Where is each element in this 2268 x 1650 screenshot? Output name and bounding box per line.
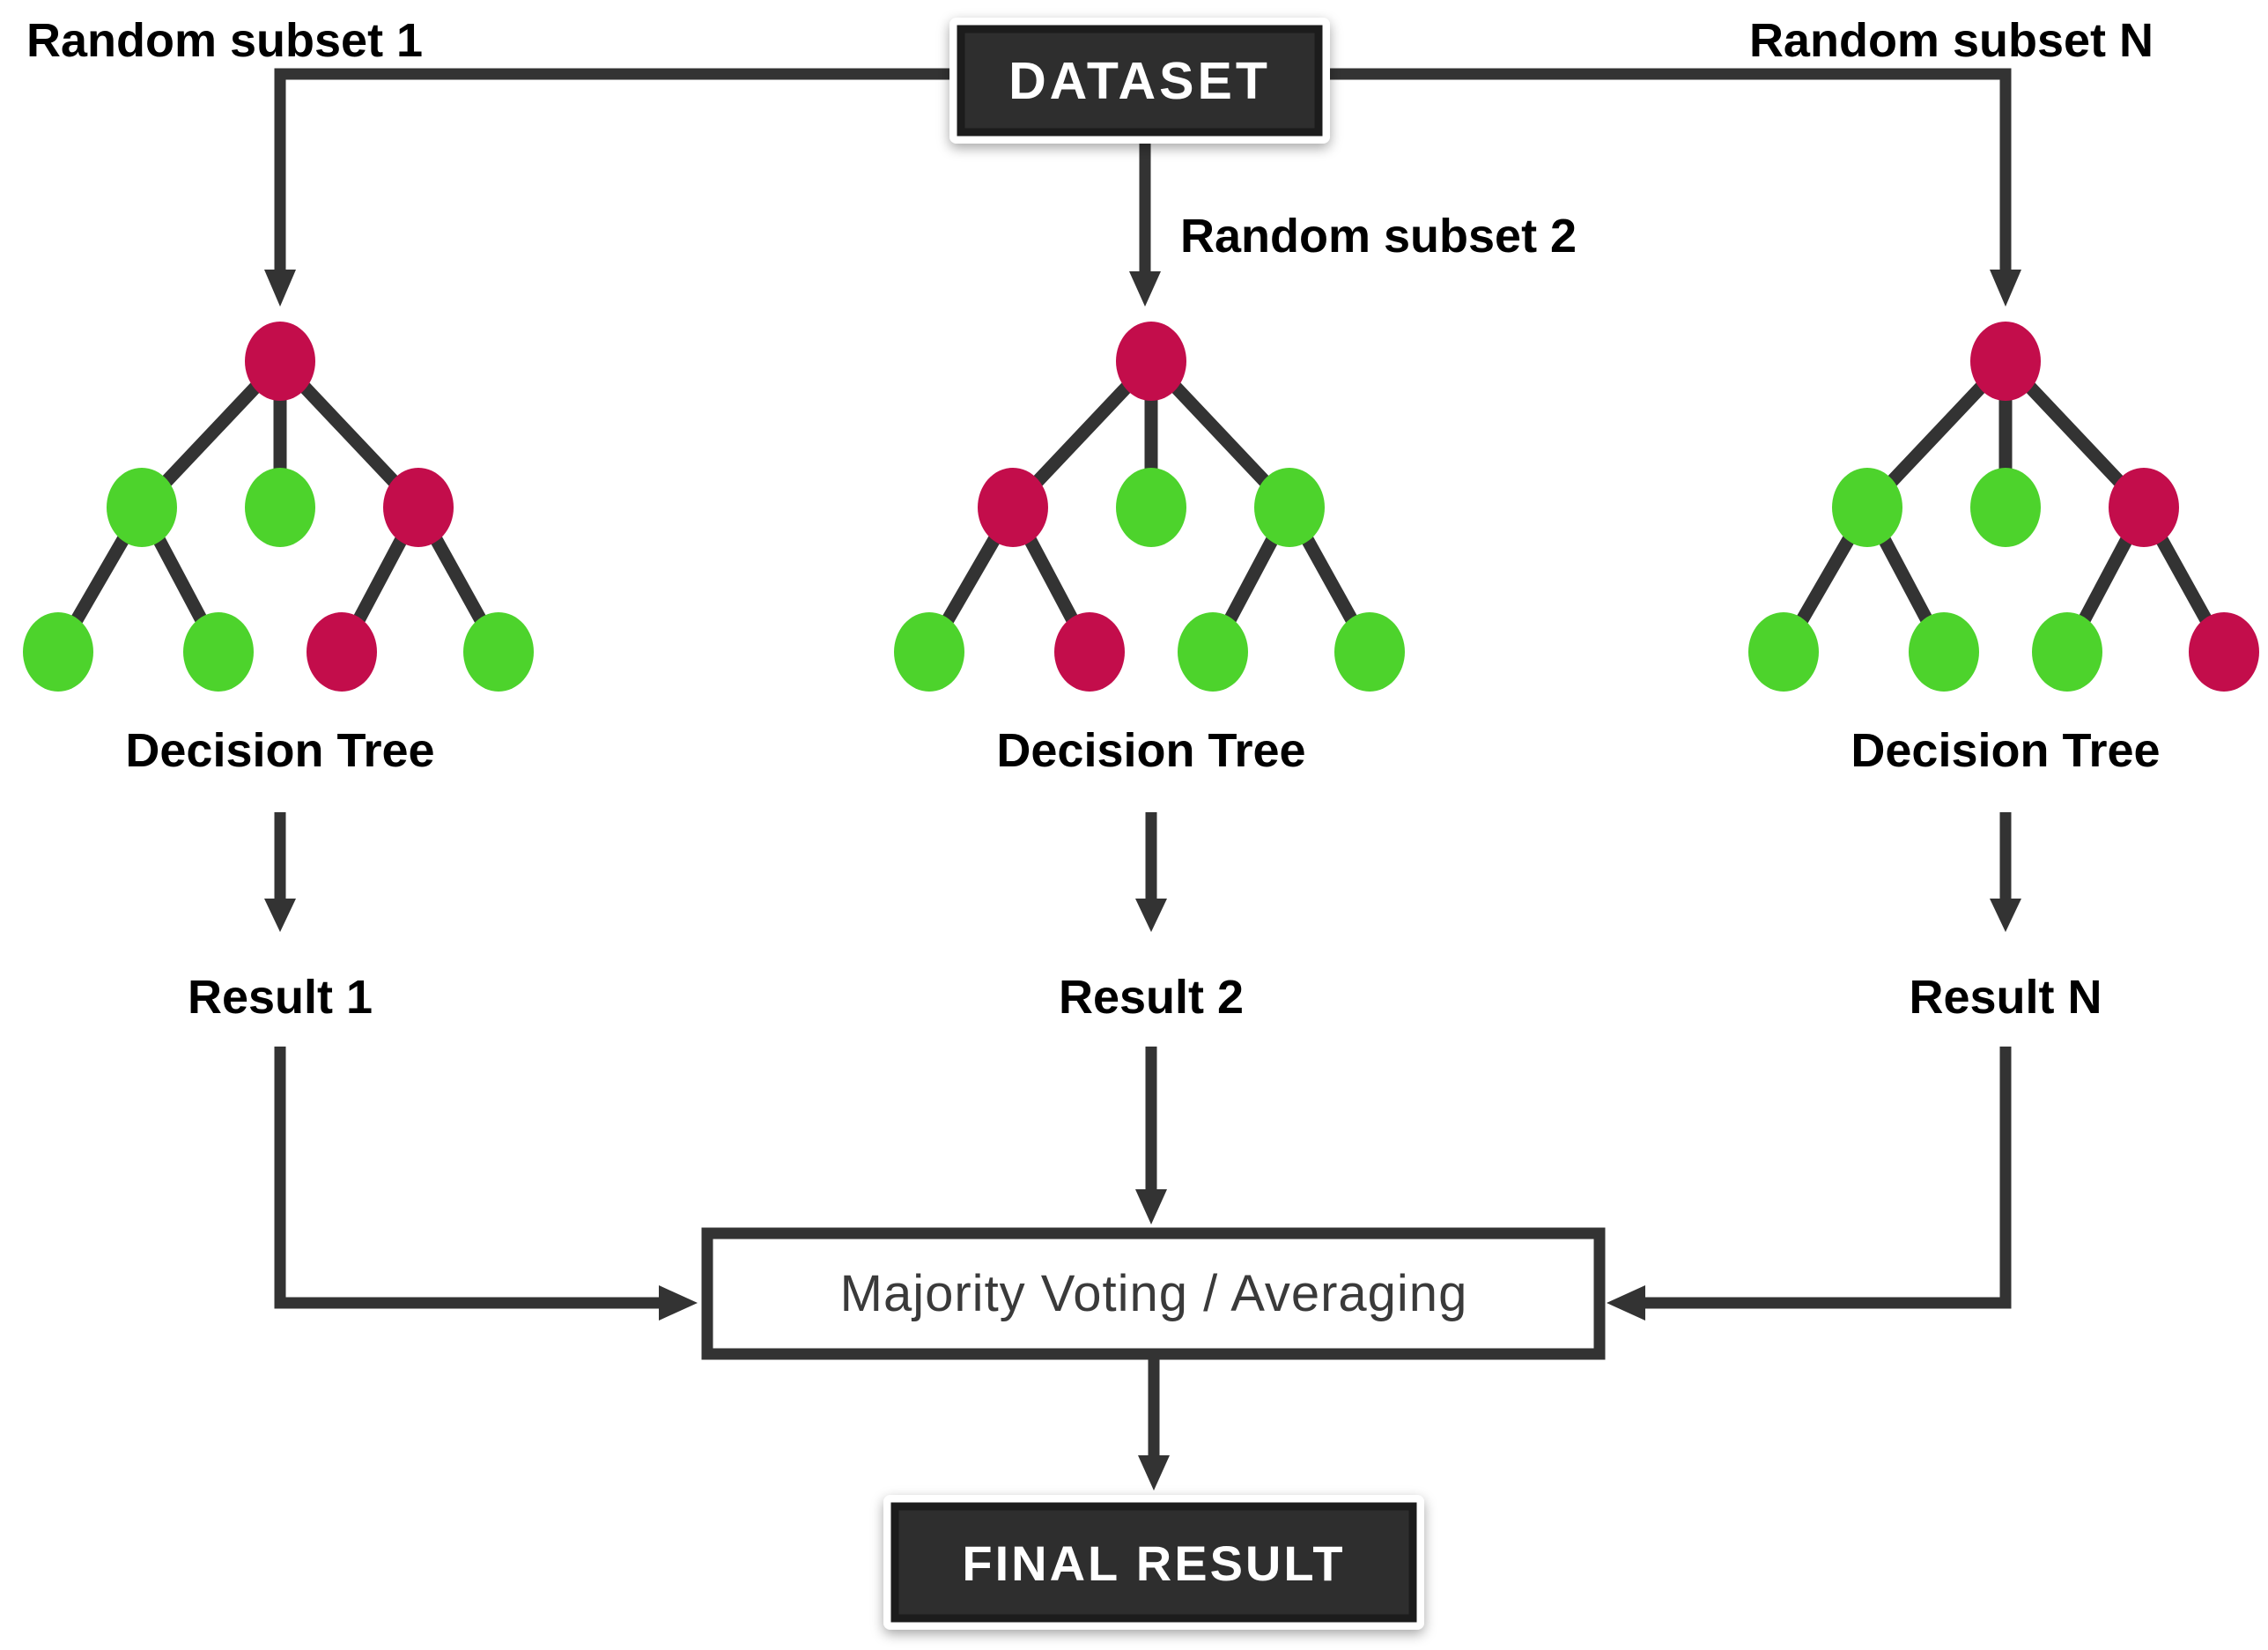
result-voting-connectors	[274, 1047, 2012, 1321]
tree-1-node-l3-1-green	[183, 612, 254, 692]
decision-tree-2	[894, 322, 1405, 692]
arrow-down-subset-2-icon	[1129, 271, 1161, 307]
arrow-down-final-icon	[1138, 1455, 1170, 1491]
majority-voting-label: Majority Voting / Averaging	[840, 1265, 1468, 1322]
tree-3-node-root-red	[1970, 322, 2041, 401]
tree-1-node-root-red	[245, 322, 315, 401]
final-result-box-inner	[890, 1502, 1417, 1623]
tree-2-node-l3-2-green	[1178, 612, 1248, 692]
decision-tree-3-label: Decision Tree	[1851, 724, 2160, 777]
arrow-down-result-n-icon	[1990, 899, 2021, 932]
dataset-connectors	[264, 68, 2021, 307]
random-subset-n-label: Random subset N	[1749, 14, 2153, 67]
final-result-label: FINAL RESULT	[962, 1535, 1345, 1591]
random-subset-1-label: Random subset 1	[26, 14, 423, 67]
tree-3-node-l2-2-red	[2109, 468, 2179, 547]
tree-3-node-l3-3-red	[2189, 612, 2259, 692]
result-2-label: Result 2	[1059, 971, 1244, 1024]
majority-voting-box	[701, 1227, 1606, 1360]
dataset-label: DATASET	[1008, 52, 1271, 110]
arrow-down-voting-icon	[1135, 1189, 1167, 1225]
tree-1-node-l2-1-green	[245, 468, 315, 547]
arrow-down-subset-n-icon	[1990, 270, 2021, 307]
random-subset-2-label: Random subset 2	[1180, 210, 1577, 263]
connector-subset-1	[274, 68, 949, 271]
tree-1-node-l3-2-red	[307, 612, 377, 692]
dataset-box	[949, 18, 1330, 144]
arrow-down-result-2-icon	[1135, 899, 1167, 932]
result-1-label: Result 1	[188, 971, 373, 1024]
arrow-down-subset-1-icon	[264, 270, 296, 307]
dataset-box-inner	[957, 25, 1323, 137]
tree-2-node-root-red	[1116, 322, 1186, 401]
tree-2-node-l2-2-green	[1254, 468, 1325, 547]
connector-subset-n	[1330, 68, 2012, 271]
tree-3-node-l3-0-green	[1748, 612, 1819, 692]
tree-2-node-l2-1-green	[1116, 468, 1186, 547]
tree-1-node-l3-3-green	[463, 612, 534, 692]
tree-3-node-l3-1-green	[1909, 612, 1979, 692]
tree-3-node-l2-0-green	[1832, 468, 1902, 547]
decision-tree-3	[1748, 322, 2259, 692]
decision-tree-1-label: Decision Tree	[125, 724, 434, 777]
tree-3-node-l3-2-green	[2032, 612, 2102, 692]
final-result-box	[883, 1495, 1424, 1630]
tree-1-node-l3-0-green	[23, 612, 93, 692]
tree-2-node-l3-3-green	[1334, 612, 1405, 692]
decision-tree-1	[23, 322, 534, 692]
tree-2-node-l3-1-red	[1054, 612, 1125, 692]
tree-1-node-l2-0-green	[107, 468, 177, 547]
connector-result-1-voting	[274, 1047, 659, 1309]
tree-3-node-l2-1-green	[1970, 468, 2041, 547]
tree-2-node-l2-0-red	[978, 468, 1048, 547]
tree-2-node-l3-0-green	[894, 612, 964, 692]
tree-1-node-l2-2-red	[383, 468, 454, 547]
arrow-right-voting-icon	[659, 1285, 698, 1321]
connector-result-n-voting	[1645, 1047, 2012, 1309]
arrow-left-voting-icon	[1607, 1285, 1645, 1321]
decision-tree-2-label: Decision Tree	[996, 724, 1305, 777]
result-n-label: Result N	[1909, 971, 2102, 1024]
tree-result-arrows	[264, 812, 2021, 932]
arrow-down-result-1-icon	[264, 899, 296, 932]
